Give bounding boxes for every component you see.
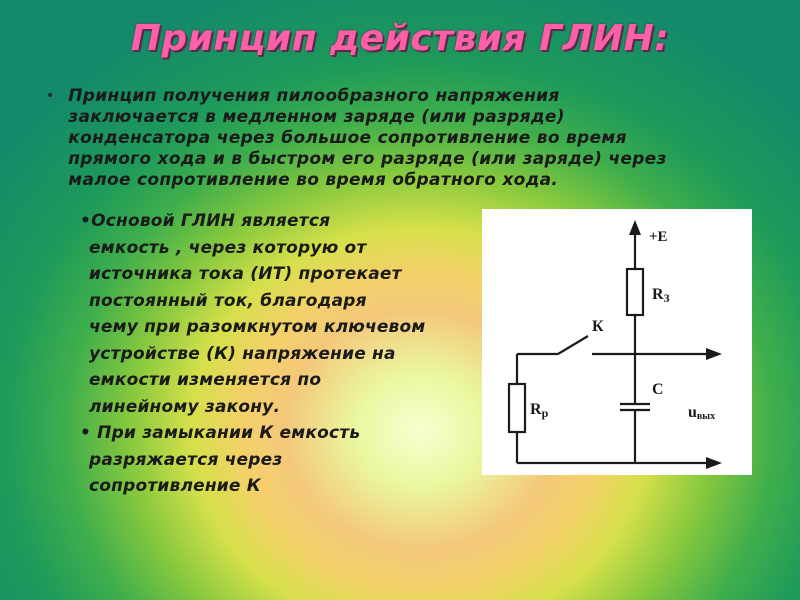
discharge-line: сопротивление К xyxy=(89,476,261,496)
key-label: К xyxy=(592,318,604,335)
capacitor-label: С xyxy=(652,381,664,398)
resistor-r3 xyxy=(625,267,645,317)
principle-paragraph: Принцип получения пилообразного напряжен… xyxy=(68,86,666,191)
supply-arrow-icon xyxy=(629,220,641,235)
rp-label: Rр xyxy=(530,401,549,420)
basis-line: чему при разомкнутом ключевом xyxy=(89,317,426,337)
basis-line: постоянный ток, благодаря xyxy=(89,290,367,311)
resistor-rp xyxy=(507,382,527,434)
output-arrow-bottom-icon xyxy=(706,457,722,469)
circuit-diagram: +E R3 К С Rр uвых xyxy=(482,209,752,475)
basis-line: емкости изменяется по xyxy=(89,370,322,390)
supply-label: +E xyxy=(649,229,668,245)
principle-line: малое сопротивление во время обратного х… xyxy=(68,170,559,190)
basis-line: источника тока (ИТ) протекает xyxy=(89,264,402,284)
output-arrow-top-icon xyxy=(706,348,722,360)
basis-line: линейному закону. xyxy=(89,396,281,417)
principle-line: прямого хода и в быстром его разряде (ил… xyxy=(68,149,667,169)
bullet-marker: • xyxy=(46,88,55,104)
left-column-text: •Основой ГЛИН является емкость , через к… xyxy=(80,208,470,500)
circuit-svg: +E R3 К С Rр uвых xyxy=(507,220,722,469)
discharge-line: • При замыкании К емкость xyxy=(80,423,361,443)
principle-line: Принцип получения пилообразного напряжен… xyxy=(68,86,560,106)
discharge-line: разряжается через xyxy=(89,449,283,470)
bullet-principle: • Принцип получения пилообразного напряж… xyxy=(46,86,766,191)
basis-line: •Основой ГЛИН является xyxy=(80,211,331,231)
basis-line: емкость , через которую от xyxy=(89,237,367,258)
principle-line: заключается в медленном заряде (или разр… xyxy=(68,107,565,127)
principle-line: конденсатора через большое сопротивление… xyxy=(68,128,627,148)
switch-blade xyxy=(557,335,589,355)
r3-label: R3 xyxy=(652,286,670,305)
basis-line: устройстве (К) напряжение на xyxy=(89,343,396,364)
slide-title: Принцип действия ГЛИН: xyxy=(130,18,670,59)
output-label: uвых xyxy=(688,404,715,422)
